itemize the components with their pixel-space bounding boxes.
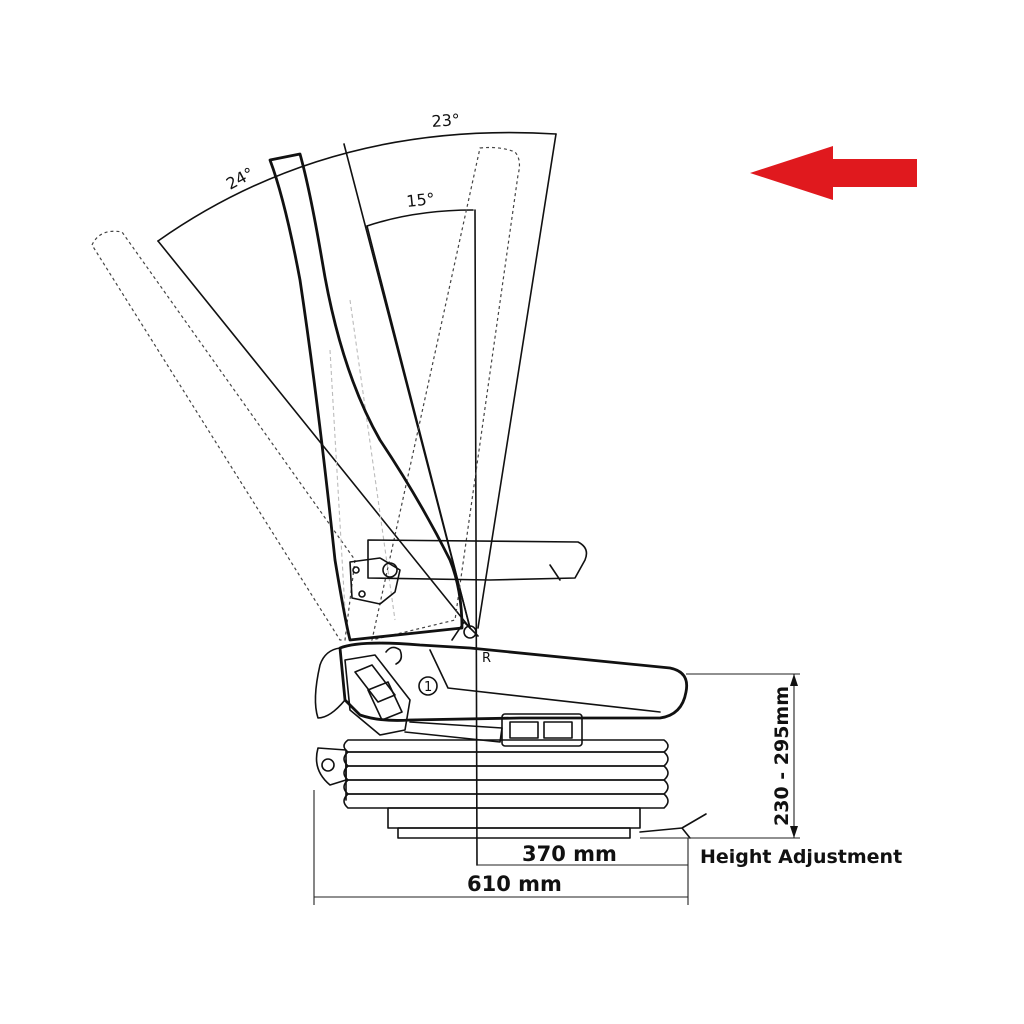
front-lever [315, 747, 347, 786]
rear-depth-label: 370 mm [522, 842, 617, 866]
forward-ref-line [157, 240, 471, 629]
recline-pivot [463, 625, 477, 639]
ghost-backrest-inner [329, 299, 396, 621]
inner-angle-arc [366, 209, 474, 227]
direction-arrow [750, 146, 917, 200]
height-adjustment-note: Height Adjustment [700, 846, 902, 868]
armrest-bracket [349, 557, 401, 605]
ghost-backrest-back [371, 146, 521, 641]
backrest [268, 152, 464, 642]
outer-angle-arc [157, 131, 557, 242]
angle-inner-label: 15° [405, 189, 435, 211]
control-handle [385, 646, 403, 665]
seat-cushion [338, 641, 689, 722]
height-dimension [640, 673, 800, 839]
controls-housing [344, 654, 411, 736]
angle-forward-label: 24° [223, 163, 257, 193]
recline-point-label: R [482, 651, 491, 666]
seat-side-panel [314, 647, 346, 719]
suspension-bellows [343, 739, 669, 809]
angle-back-label: 23° [431, 110, 461, 131]
overall-depth-label: 610 mm [467, 872, 562, 896]
switch-block [501, 713, 583, 747]
callout-circle [418, 676, 438, 696]
overall-depth-dimension [313, 790, 688, 905]
suspension-base [387, 807, 641, 829]
vertical-ref-line [474, 209, 478, 866]
height-lever [639, 813, 707, 839]
armrest [349, 539, 588, 605]
height-range-label: 230 - 295mm [771, 686, 793, 826]
ghost-backrest-forward [91, 230, 356, 641]
rear-depth-dimension [477, 838, 689, 905]
armrest-pivot [382, 562, 398, 578]
back-ref-line [477, 133, 557, 629]
callout-label: 1 [424, 680, 432, 695]
